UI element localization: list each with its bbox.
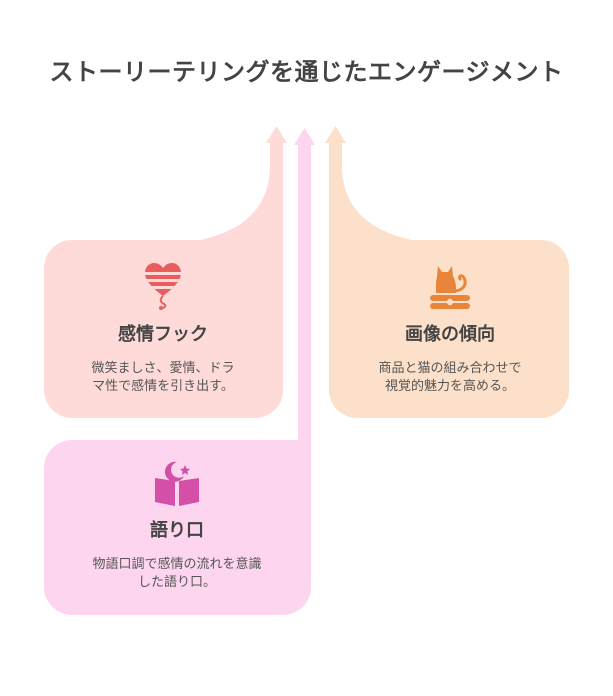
emotional-hook-arrow-head — [266, 126, 287, 143]
emotional-hook-title: 感情フック — [118, 324, 208, 345]
narrative-arrow-head — [294, 128, 315, 145]
image-trend-card: 画像の傾向 商品と猫の組み合わせで 視覚的魅力を高める。 — [343, 262, 557, 396]
heart-balloon-icon — [145, 263, 181, 310]
image-trend-title: 画像の傾向 — [405, 324, 495, 345]
star-moon-book-icon — [155, 461, 199, 506]
page-title: ストーリーテリングを通じたエンゲージメント — [49, 58, 564, 86]
narrative-shape — [44, 128, 315, 615]
narrative-card-shape — [44, 145, 311, 615]
emotional-hook-card: 感情フック 微笑ましさ、愛情、ドラ マ性で感情を引き出す。 — [56, 262, 270, 396]
emotional-hook-description: 微笑ましさ、愛情、ドラ マ性で感情を引き出す。 — [91, 361, 235, 394]
narrative-description: 物語口調で感情の流れを意識 した語り口。 — [92, 557, 262, 590]
narrative-title: 語り口 — [150, 520, 204, 541]
cat-on-cushion-icon — [430, 266, 470, 309]
narrative-card: 語り口 物語口調で感情の流れを意識 した語り口。 — [56, 460, 298, 592]
image-trend-arrow-head — [325, 126, 346, 143]
image-trend-description: 商品と猫の組み合わせで 視覚的魅力を高める。 — [378, 361, 522, 394]
